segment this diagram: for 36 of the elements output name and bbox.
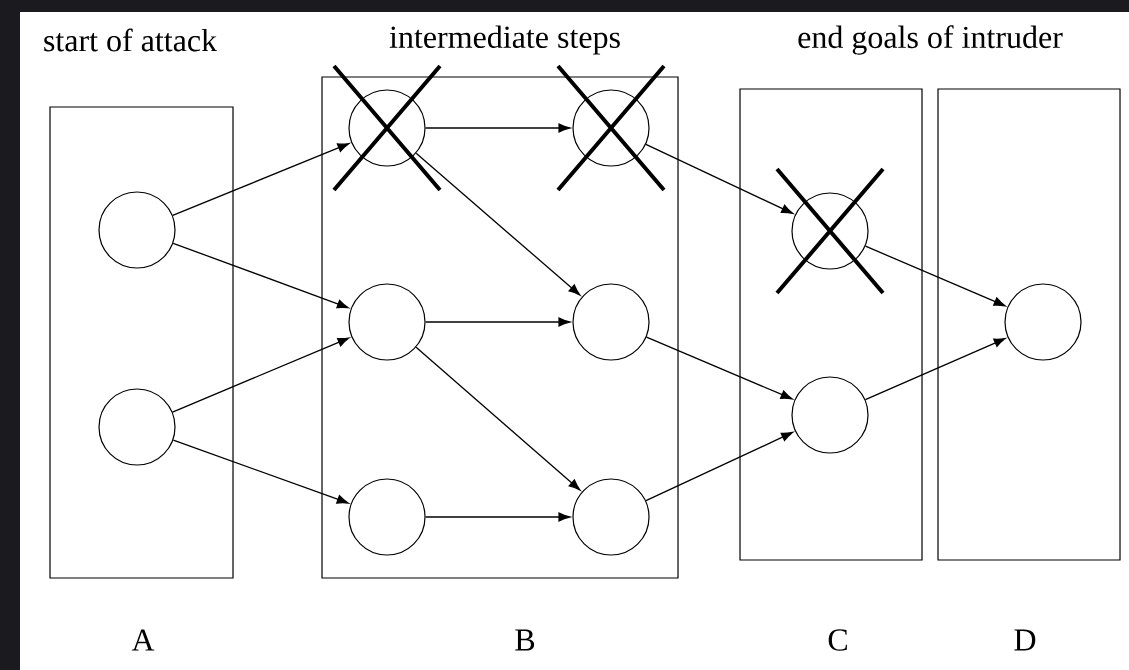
arrow (645, 431, 794, 502)
column-letter: A (131, 629, 155, 651)
state-circle (791, 376, 869, 454)
group-box (321, 76, 679, 579)
column-letter: B (515, 629, 535, 651)
arrow (864, 337, 1006, 401)
state-circle (1004, 283, 1082, 361)
arrow (172, 143, 350, 217)
column-letter: D (1014, 629, 1036, 651)
state-circle (572, 89, 650, 167)
arrow (424, 123, 571, 133)
group-box (49, 106, 234, 579)
state-circle (791, 192, 869, 270)
column-heading: intermediate steps (389, 25, 620, 55)
state-circle (348, 89, 426, 167)
arrow (172, 439, 349, 504)
arrow (645, 336, 793, 400)
arrow (415, 346, 581, 491)
column-heading: start of attack (44, 28, 218, 52)
state-circle (348, 478, 426, 556)
arrow (424, 512, 571, 522)
arrow (172, 242, 349, 309)
arrow (171, 337, 350, 413)
group-box (937, 88, 1121, 561)
state-circle (348, 283, 426, 361)
arrow (645, 143, 794, 215)
column-heading: end goals of intruder (798, 25, 1063, 55)
arrow (415, 152, 581, 296)
group-box (739, 88, 923, 561)
state-circle (572, 478, 650, 556)
column-letter: C (828, 629, 847, 651)
arrow (864, 245, 1006, 307)
arrow (424, 317, 571, 327)
state-circle (98, 388, 176, 466)
state-circle (98, 191, 176, 269)
state-circle (572, 283, 650, 361)
